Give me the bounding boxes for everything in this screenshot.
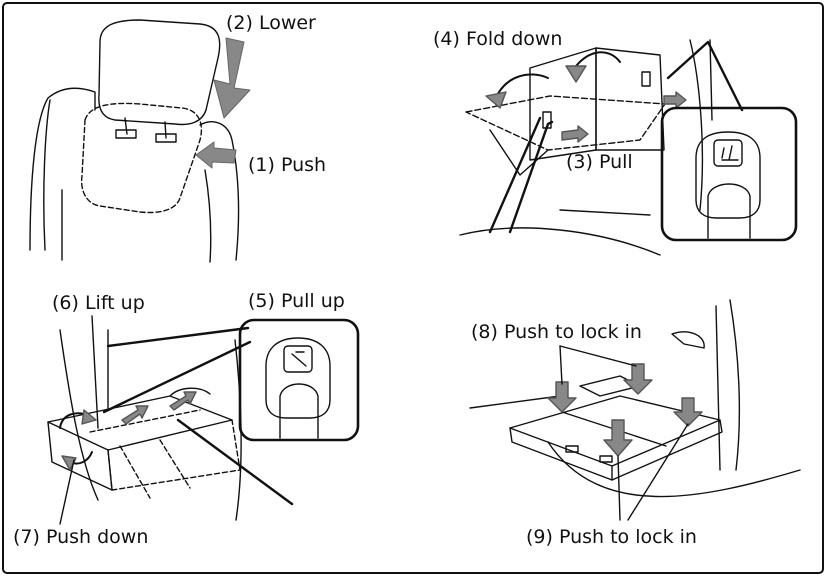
folded-seat-dashes (89, 409, 201, 499)
strap-webbing (707, 183, 751, 239)
folded-seat-outline (107, 419, 241, 491)
arrow-fold-right-head-icon (565, 65, 587, 83)
body-floor-line (459, 227, 661, 256)
step-lock-8-label: (8) Push to lock in (471, 321, 642, 343)
step-pull-up-label: (5) Pull up (248, 290, 345, 312)
cargo-floor-left (469, 395, 561, 409)
seatback-right-edge (199, 121, 240, 261)
callout-line-mid (102, 340, 252, 414)
arrow-fold-left-head-icon (485, 91, 507, 109)
strap-right (641, 71, 651, 87)
seatback-inner-left (43, 99, 51, 251)
headrest-stay-left (124, 117, 128, 135)
arrow-pull-right-icon (663, 91, 687, 109)
step-lower-label: (2) Lower (226, 12, 316, 34)
strap-buckle-2 (265, 337, 331, 419)
leader-lock-8a (559, 345, 563, 385)
seatback-left-edge (29, 87, 96, 251)
grab-handle (671, 331, 705, 349)
folded-seat-front-4 (509, 427, 613, 481)
panel-headrest (29, 19, 251, 263)
headrest-lowered-outline (80, 102, 203, 214)
leader-lock-8b (559, 345, 637, 367)
arrow-pull-up-right-icon (169, 391, 197, 411)
strap-buckle-button (713, 139, 743, 167)
step-lock-9-label: (9) Push to lock in (526, 526, 697, 548)
arrow-lock-3-icon (603, 419, 633, 457)
strap-detail-inset (660, 106, 798, 242)
seat-symbol-icon-2 (291, 351, 307, 367)
seatback-right (595, 47, 665, 151)
arrow-pull-left-icon (561, 125, 589, 143)
step-fold-down-label: (4) Fold down (433, 28, 563, 50)
body-line-right (234, 339, 242, 521)
headrest-raised (98, 19, 221, 126)
body-sill-line (547, 441, 801, 498)
seatback-seam-right (204, 169, 212, 263)
callout-line-bottom (176, 418, 294, 506)
headrest-guide-left (115, 129, 137, 139)
step-lift-up-label: (6) Lift up (52, 292, 145, 314)
step-pull-label: (3) Pull (566, 151, 633, 173)
seatback-folded-outline (465, 95, 666, 151)
arrow-push-icon (195, 141, 237, 169)
panel-lift-pull (47, 315, 360, 525)
strap-webbing-2 (279, 383, 319, 439)
strap-buckle-button-2 (283, 345, 313, 373)
body-pillar-inner-4 (715, 305, 721, 471)
leader-lift-up (91, 315, 99, 429)
strap-detail-inset-2 (238, 318, 360, 442)
arrow-lock-1-icon (547, 381, 577, 413)
body-pillar-4 (729, 299, 741, 471)
body-pillar-inner (709, 39, 713, 121)
arrow-lower-icon (213, 37, 251, 119)
strap-buckle (695, 131, 761, 219)
panel-fold-down (459, 39, 798, 256)
headrest-slot (169, 387, 211, 397)
panel-lock-in (469, 299, 801, 521)
seatback-left (529, 47, 597, 161)
arrow-lock-2-icon (623, 363, 653, 395)
seat-cushion-line (489, 129, 549, 176)
callout-line-left (508, 120, 554, 234)
leader-lock-9a (617, 455, 621, 521)
seat-symbol-icon (721, 145, 739, 161)
arrow-lock-4-icon (673, 397, 703, 427)
arrow-pull-up-left-icon (121, 405, 149, 425)
arrow-lift-up-head-icon (81, 409, 97, 425)
step-push-label: (1) Push (248, 154, 327, 176)
callout-line-left2 (488, 116, 542, 234)
strap-slot-1 (565, 445, 579, 453)
headrest-guide-right (155, 133, 177, 143)
folded-seat-side-4 (611, 419, 723, 481)
body-line-left (59, 329, 99, 501)
headrest-stay-right (164, 121, 167, 139)
callout-line-top (106, 326, 250, 348)
callout-line-right (666, 40, 744, 112)
strap-slot-2 (599, 455, 613, 463)
leader-lock-9b (627, 423, 689, 521)
folded-seat-front (47, 421, 113, 491)
step-push-down-label: (7) Push down (13, 526, 149, 548)
body-step-line (559, 209, 651, 216)
leader-push-down (59, 459, 75, 525)
